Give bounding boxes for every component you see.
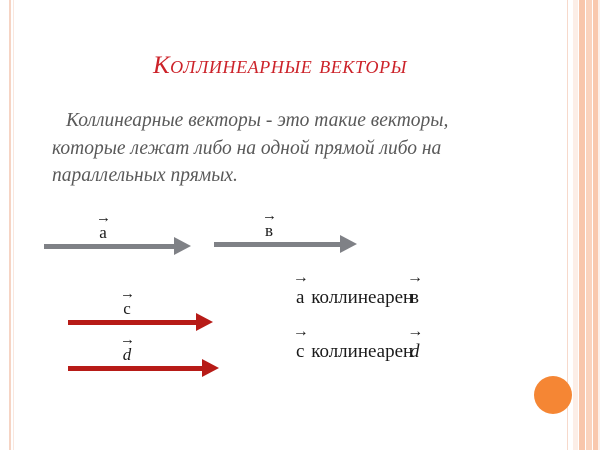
right-border-stripe-6 [598,0,600,450]
vector-c-shaft [68,320,198,325]
vector-a-arrowhead-icon [174,237,191,255]
vector-d-symbol: d [122,344,132,364]
statement-cd-right-symbol: → d [407,324,423,363]
statement-cd-left-overline-arrow-icon: → [292,323,309,340]
right-border-stripe-3 [579,0,585,450]
right-border-stripe-1 [567,0,568,450]
vector-v-label: → в [262,208,277,240]
vector-d-label: → d [120,332,135,364]
statement-cd-left-symbol: → c [293,324,309,363]
left-border-rule-thin [13,0,14,450]
statement-ab-left-letter: a [296,287,305,308]
statement-ab-left-symbol: → a [293,270,309,309]
statement-cd-left-letter: c [296,341,305,362]
vector-v-arrowhead-icon [340,235,357,253]
vector-a-label: → a [96,210,111,242]
statement-ab-left-overline-arrow-icon: → [292,269,309,286]
statement-c-collinear-d: → c коллинеарен → d [293,324,423,363]
statement-ab-right-symbol: → в [407,270,423,309]
vector-c-arrowhead-icon [196,313,213,331]
vector-a-overline-arrow-icon: → [96,210,111,226]
vector-d-shaft [68,366,204,371]
vector-v-overline-arrow-icon: → [262,208,277,224]
vector-d-overline-arrow-icon: → [120,332,135,348]
right-border-stripe-2 [573,0,578,450]
statement-cd-relation: коллинеарен [311,341,414,362]
statement-ab-right-overline-arrow-icon: → [406,269,423,286]
left-border-rule [9,0,11,450]
vector-a-shaft [44,244,176,249]
vector-v-symbol: в [264,220,274,240]
right-border-stripe-4 [586,0,592,450]
right-border-stripe-5 [593,0,598,450]
vector-c-overline-arrow-icon: → [120,286,135,302]
definition-text: Коллинеарные векторы - это такие векторы… [52,110,449,187]
vector-v-shaft [214,242,342,247]
statement-ab-relation: коллинеарен [311,287,414,308]
vector-d-arrowhead-icon [202,359,219,377]
statement-ab-right-letter: в [409,287,419,308]
statement-cd-right-letter: d [409,341,420,362]
page-title: Коллинеарные векторы [152,52,408,79]
statement-a-collinear-v: → a коллинеарен → в [293,270,423,309]
vector-a-symbol: a [99,222,107,242]
statement-cd-right-overline-arrow-icon: → [407,323,423,340]
vector-c-label: → c [120,286,135,318]
vector-c-symbol: c [123,298,131,318]
accent-circle-decoration [534,376,572,414]
